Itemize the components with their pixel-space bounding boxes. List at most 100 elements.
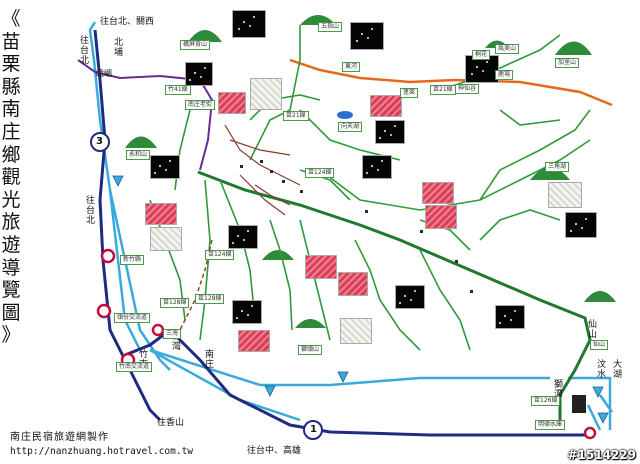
title-character: 縣	[1, 75, 21, 98]
jialishan-label: 加里山	[555, 58, 580, 68]
mountain-icon	[125, 136, 157, 148]
miao21-label: 苗21線	[283, 111, 309, 121]
night-photo	[185, 62, 213, 86]
town-block-icon	[420, 230, 423, 233]
route-shields	[90, 132, 597, 440]
night-photo	[495, 305, 525, 329]
mountain-icon	[262, 250, 294, 260]
night-photo	[375, 120, 405, 144]
place-shitan-town: 獅潭	[554, 380, 564, 400]
shilin-label: 蓬萊	[400, 88, 419, 98]
route-3-number: 3	[96, 136, 103, 147]
direction-taipei: 往台北	[86, 196, 96, 226]
title-character: 》	[1, 324, 21, 347]
resort-icon	[572, 395, 586, 413]
yongheshan-label: 永和山	[126, 150, 151, 160]
direction-taipei-north: 往台北	[80, 36, 90, 66]
title-character: 圖	[1, 301, 21, 324]
blossom-photo	[425, 205, 457, 229]
watermark: #1514229	[567, 448, 636, 462]
night-photo	[565, 212, 597, 238]
sandao-label: 三角湖	[545, 162, 570, 172]
blossom-photo	[145, 203, 177, 225]
title-character: 覽	[1, 279, 21, 302]
donghe-label: 東河	[342, 62, 361, 72]
shield-icon	[597, 412, 609, 424]
flower-photo	[150, 227, 182, 251]
title-character: 遊	[1, 233, 21, 256]
lake-icon	[337, 111, 353, 119]
shield-icon	[112, 175, 124, 187]
blossom-photo	[422, 182, 454, 204]
flower-photo	[250, 78, 282, 110]
xiaoqingshan-label: 橫屏背山	[180, 40, 211, 50]
toufen-label: 頭份交流道	[114, 313, 151, 323]
flower-photo	[548, 182, 582, 208]
mountain-icon	[188, 30, 222, 42]
fengmeishan-label: 鳳美山	[495, 44, 520, 54]
town-block-icon	[260, 160, 263, 163]
miao128-label: 苗128線	[195, 294, 225, 304]
shitan-area-label: 獅頭山	[298, 345, 323, 355]
highway-markers	[112, 175, 609, 424]
rentaishan-label: 五指山	[318, 22, 343, 32]
nanzhuang-hotel-label: 南庄老街	[185, 100, 216, 110]
zhunan-station-label: 竹南交流道	[116, 362, 153, 372]
town-block-icon	[455, 260, 458, 263]
credit-line: 南庄民宿旅遊網製作	[10, 432, 109, 443]
xiangtian-lake-label: 向天湖	[338, 122, 363, 132]
blossom-photo	[305, 255, 337, 279]
title-character: 苗	[1, 30, 21, 53]
blossom-photo	[238, 330, 270, 352]
purple-road	[77, 59, 214, 171]
xinzhu-label: 新竹縣	[120, 255, 145, 265]
title-character: 南	[1, 98, 21, 121]
place-dahu: 大湖	[613, 360, 623, 380]
miao128b-label: 苗128線	[160, 298, 190, 308]
shenxian-label: 神仙谷	[455, 84, 480, 94]
night-photo	[150, 155, 180, 179]
place-shitan: 南庄	[205, 350, 215, 370]
title-character: 鄉	[1, 143, 21, 166]
luchang-label: 鹿場	[495, 70, 514, 80]
shield-icon	[592, 386, 604, 398]
town-block-icon	[300, 190, 303, 193]
main-green-route	[197, 170, 592, 420]
credit-url: http://nanzhuang.hotravel.com.tw	[10, 446, 194, 457]
blossom-photo	[338, 272, 368, 296]
blossom-photo	[370, 95, 402, 117]
green-roads	[149, 25, 591, 351]
blossom-photo	[218, 92, 246, 114]
night-photo	[350, 22, 384, 50]
dahu-bridge-label: 明德水庫	[535, 420, 566, 430]
orange-road	[289, 58, 613, 107]
miao21-east-label: 苗21線	[430, 85, 456, 95]
direction-xiangshan: 往香山	[157, 418, 185, 428]
route-3-shield	[90, 132, 110, 152]
mountain-icon	[584, 291, 616, 302]
interchange-icon	[583, 426, 597, 440]
title-character: 導	[1, 256, 21, 279]
title-character: 《	[1, 8, 21, 30]
town-block-icon	[282, 180, 285, 183]
miao126-label: 苗126線	[531, 396, 561, 406]
town-streets	[224, 124, 301, 216]
interchange-icon	[151, 323, 165, 337]
night-photo	[395, 285, 425, 309]
town-block-icon	[470, 290, 473, 293]
place-emei: 峨嵋	[96, 69, 112, 78]
interchange-icon	[96, 303, 112, 319]
route-1-shield	[303, 420, 323, 440]
title-character: 庄	[1, 120, 21, 143]
title-character: 觀	[1, 166, 21, 189]
mountain-icon	[295, 319, 326, 328]
town-block-icon	[365, 210, 368, 213]
night-photo	[465, 55, 499, 83]
shield-icon	[264, 385, 276, 397]
mountain-icon	[555, 41, 592, 55]
sanwan-station-label: 三灣	[163, 329, 182, 339]
title-character: 光	[1, 188, 21, 211]
place-xianshan: 仙山	[588, 320, 598, 340]
